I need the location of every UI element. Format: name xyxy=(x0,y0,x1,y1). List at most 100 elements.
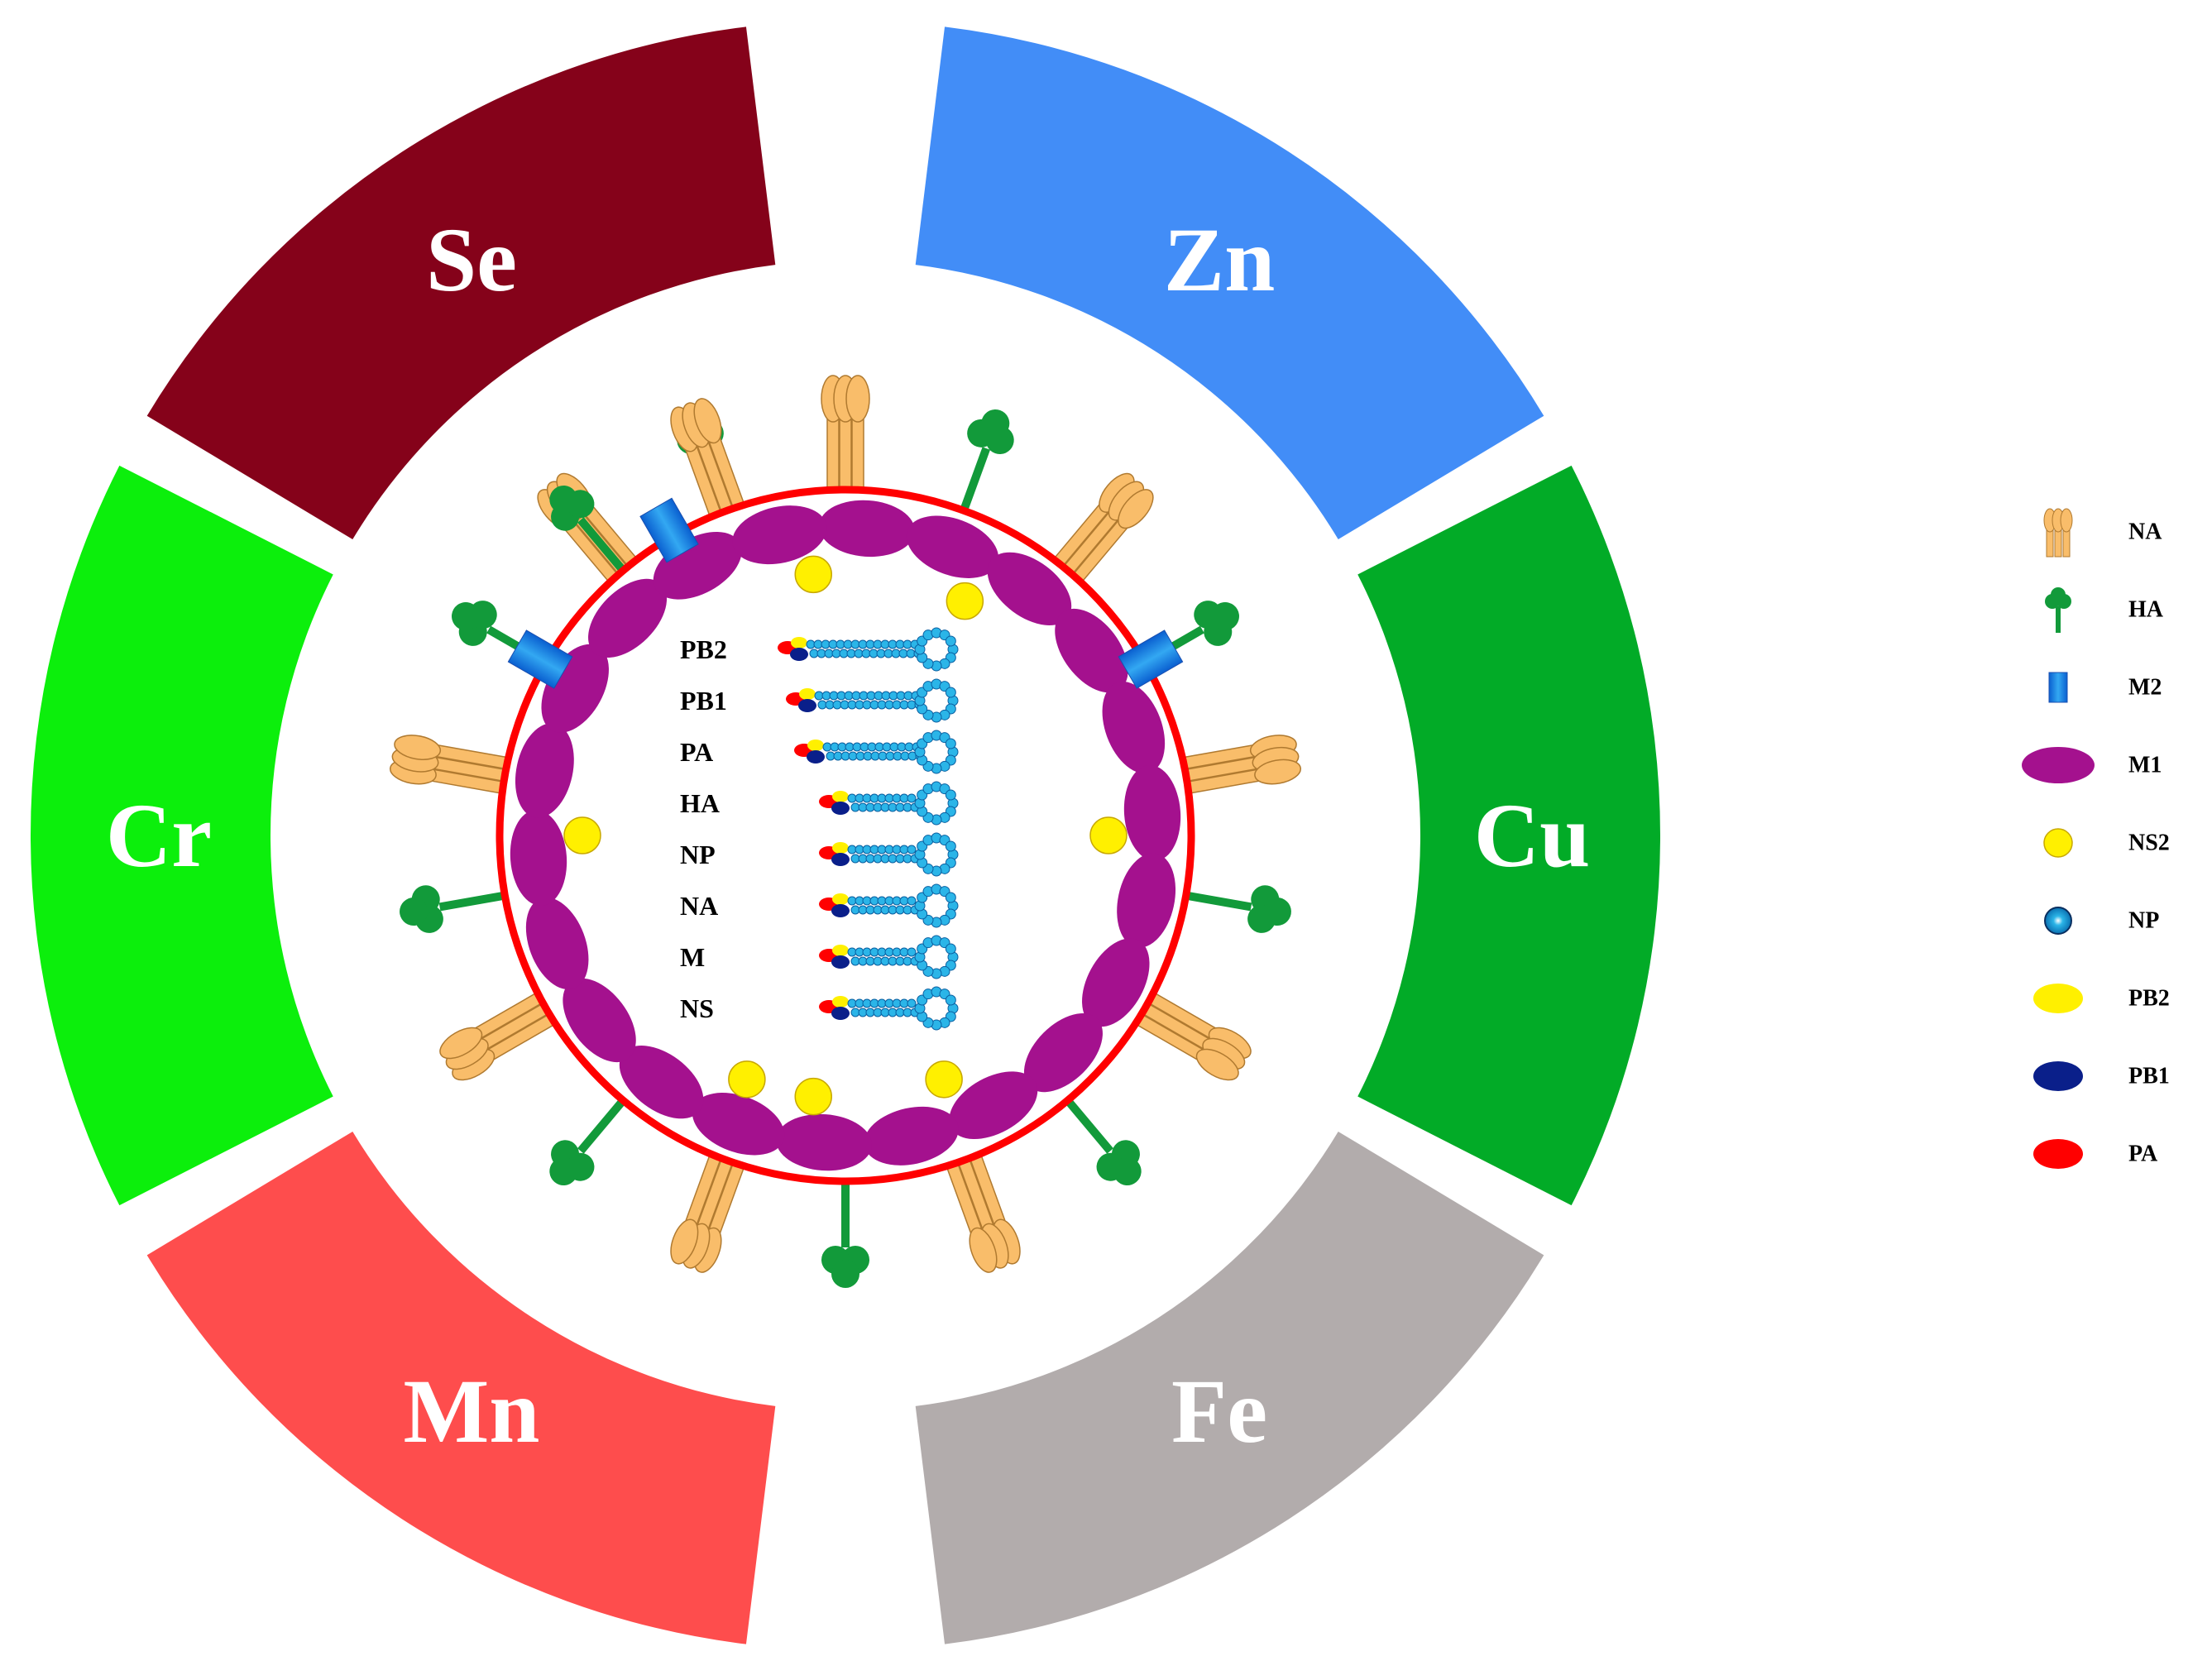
segment-mn-label: Mn xyxy=(403,1361,539,1462)
na-spike xyxy=(946,1153,1021,1273)
ns2-particle xyxy=(925,1060,963,1099)
segment-se-label: Se xyxy=(426,209,517,310)
legend-label-pa: PA xyxy=(2128,1142,2158,1167)
m2-channel xyxy=(507,629,573,689)
m1-protein xyxy=(732,505,827,565)
m2-channel xyxy=(1118,629,1184,689)
gene-label-np: NP xyxy=(680,840,716,869)
segment-cu xyxy=(1357,465,1661,1206)
m1-protein xyxy=(563,978,636,1063)
rnp-pb2 xyxy=(778,627,959,672)
segment-cu-label: Cu xyxy=(1474,785,1591,886)
gene-label-pa: PA xyxy=(680,737,713,767)
na-spike xyxy=(1181,735,1302,794)
na-spike xyxy=(1052,472,1154,583)
gene-label-na: NA xyxy=(680,891,718,921)
ha-spike xyxy=(960,409,1014,512)
na-spike xyxy=(670,1153,745,1273)
gene-label-pb2: PB2 xyxy=(680,634,727,664)
m1-protein xyxy=(510,810,567,907)
m1-protein xyxy=(1123,764,1181,861)
m1-protein xyxy=(525,897,589,990)
ha-spike xyxy=(1064,1097,1142,1186)
m2-icon xyxy=(2048,672,2068,703)
legend-label-ha: HA xyxy=(2128,597,2164,623)
gene-label-ha: HA xyxy=(680,788,720,818)
gene-label-m: M xyxy=(680,942,705,972)
legend-label-pb2: PB2 xyxy=(2128,986,2170,1012)
viral-envelope xyxy=(496,486,1195,1185)
legend-label-pb1: PB1 xyxy=(2128,1064,2170,1089)
m1-protein xyxy=(987,552,1072,625)
m1-protein xyxy=(776,1113,872,1171)
segment-zn xyxy=(915,26,1544,540)
ns2-particles xyxy=(563,555,1128,1116)
rnp-ha xyxy=(819,781,959,826)
m1-protein xyxy=(1023,1013,1103,1093)
segment-se xyxy=(146,26,776,540)
segment-fe-label: Fe xyxy=(1171,1361,1267,1462)
m1-protein xyxy=(864,1106,959,1166)
ns2-particle xyxy=(794,1077,832,1116)
legend-label-na: NA xyxy=(2128,519,2162,545)
m1-matrix-layer xyxy=(510,500,1181,1171)
na-spike xyxy=(821,375,870,491)
m1-protein xyxy=(906,515,999,578)
m1-protein xyxy=(819,500,915,558)
ha-spike xyxy=(549,485,627,574)
rnp-na xyxy=(819,883,959,928)
pb2-icon xyxy=(2033,984,2083,1013)
ha-spike xyxy=(821,1181,869,1288)
m2-channels xyxy=(507,497,1184,689)
m1-protein xyxy=(588,578,668,658)
legend-label-m2: M2 xyxy=(2128,675,2162,701)
m1-protein xyxy=(1102,681,1166,774)
na-spike xyxy=(389,735,510,794)
ns2-particle xyxy=(728,1060,766,1099)
m1-icon xyxy=(2022,747,2095,783)
ns2-particle xyxy=(794,555,832,594)
m1-protein xyxy=(619,1046,704,1119)
ha-spike xyxy=(400,885,506,933)
rnp-pb1 xyxy=(786,678,959,723)
gene-label-pb1: PB1 xyxy=(680,686,727,716)
np-icon xyxy=(2044,907,2072,935)
surface-glycoproteins xyxy=(389,375,1302,1288)
m1-protein xyxy=(692,1093,785,1156)
ha-icon xyxy=(2045,587,2071,633)
rnp-pa xyxy=(794,730,959,774)
segment-cr-label: Cr xyxy=(106,785,212,886)
na-icon xyxy=(2043,508,2073,558)
m1-protein xyxy=(515,723,574,818)
m1-protein xyxy=(1082,938,1150,1027)
segment-zn-label: Zn xyxy=(1164,209,1276,310)
m1-protein xyxy=(949,1071,1038,1140)
segment-fe xyxy=(915,1131,1544,1644)
ha-spike xyxy=(1185,885,1291,933)
segment-mn xyxy=(146,1131,776,1644)
m1-protein xyxy=(1055,608,1128,693)
m1-protein xyxy=(1117,853,1176,948)
pb1-icon xyxy=(2033,1061,2083,1091)
ns2-particle xyxy=(1089,816,1128,854)
m2-channel xyxy=(639,497,699,563)
rnp-m xyxy=(819,935,959,979)
ns2-particle xyxy=(563,816,601,854)
pa-icon xyxy=(2033,1139,2083,1169)
rnp-ns xyxy=(819,986,959,1031)
rnp-np xyxy=(819,832,959,877)
ns2-icon xyxy=(2043,828,2073,858)
ns2-particle xyxy=(946,582,984,620)
na-spike xyxy=(670,398,745,518)
legend-label-ns2: NS2 xyxy=(2128,830,2170,856)
legend-label-m1: M1 xyxy=(2128,753,2162,778)
gene-label-ns: NS xyxy=(680,993,714,1023)
ha-spike xyxy=(549,1097,627,1186)
legend-label-np: NP xyxy=(2128,908,2159,934)
na-spike xyxy=(1134,991,1252,1081)
